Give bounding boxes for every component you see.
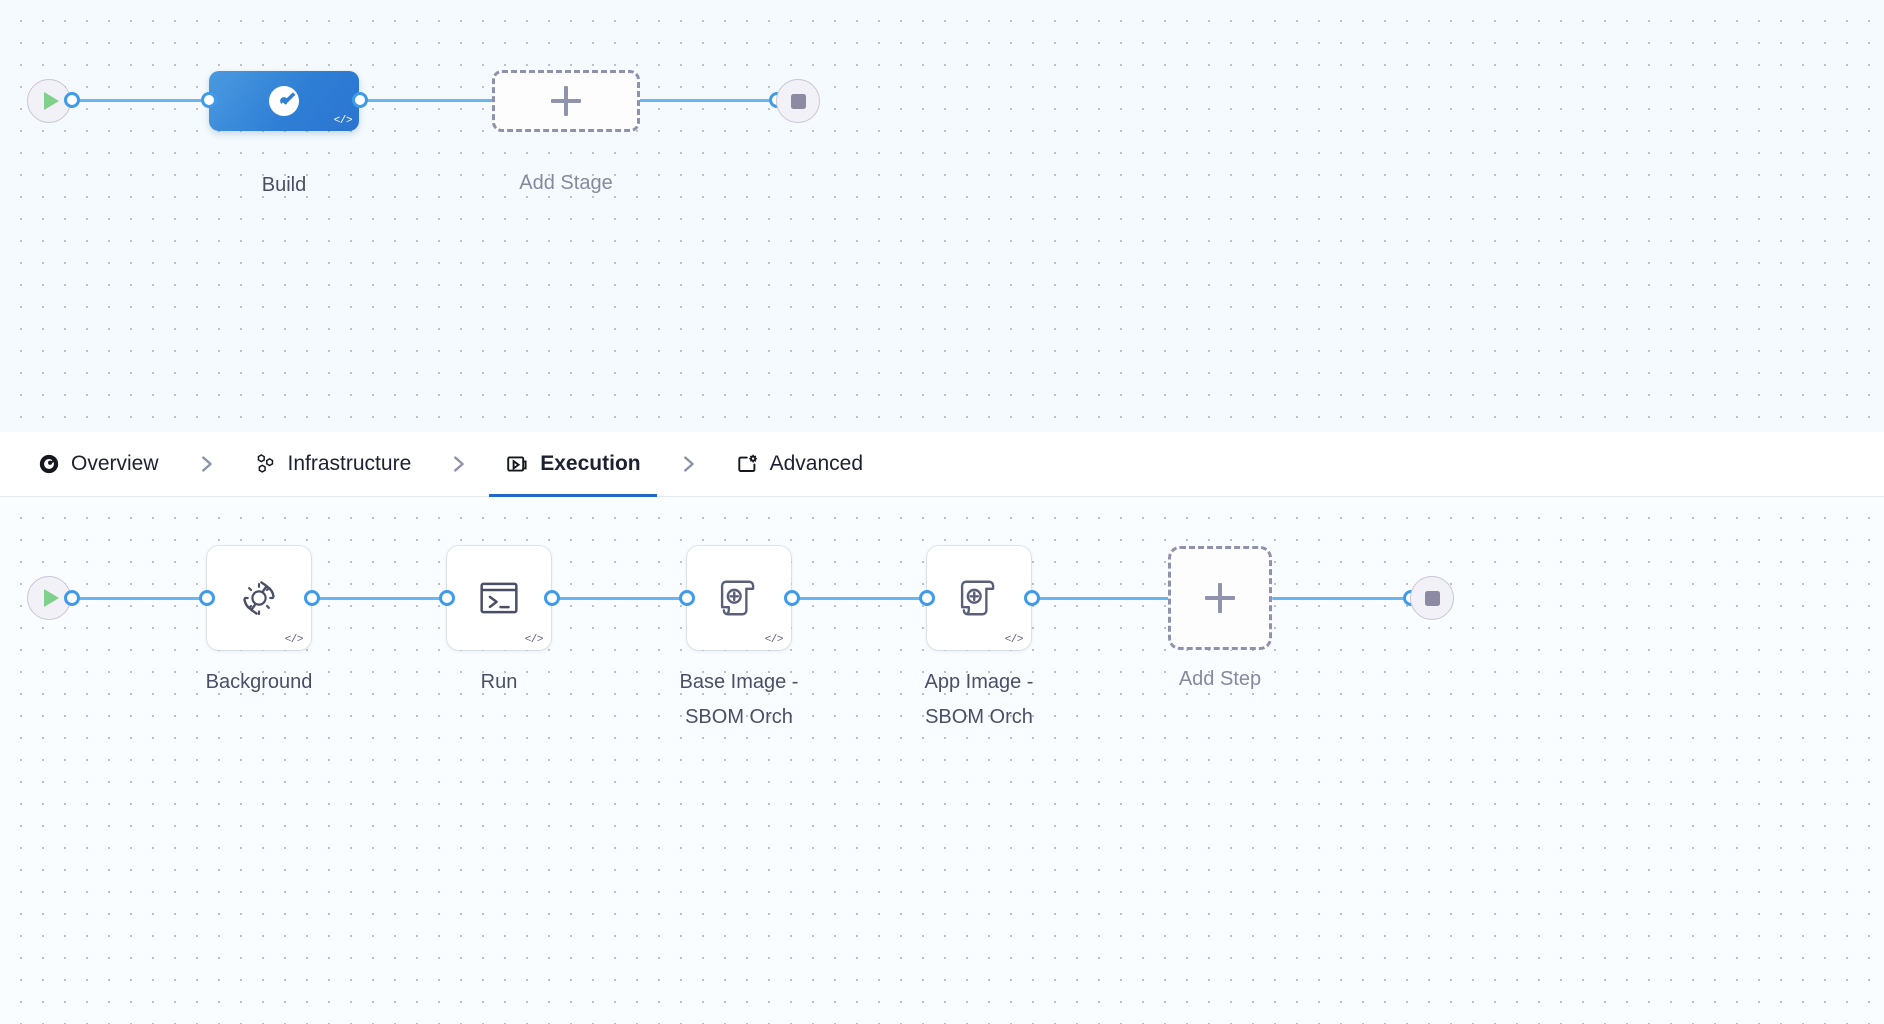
execution-canvas[interactable]: </> Background </> Run — [0, 497, 1884, 1024]
step-node-run[interactable]: </> — [447, 546, 551, 650]
add-step-label: Add Step — [1178, 668, 1262, 690]
stage-code-badge[interactable]: </> — [333, 115, 353, 127]
harness-logo-icon — [269, 86, 299, 116]
scroll-plus-icon — [720, 580, 755, 616]
play-box-icon — [505, 452, 529, 476]
chevron-right-icon — [427, 449, 489, 479]
stop-icon — [1424, 590, 1440, 606]
stage-config-tabs[interactable]: Overview Infrastructure — [0, 432, 1884, 497]
step-start-out-port[interactable] — [64, 590, 80, 606]
play-icon — [44, 589, 59, 607]
add-stage-button[interactable] — [492, 70, 640, 132]
gear-refresh-icon — [243, 581, 275, 616]
wire-start-to-build — [72, 99, 220, 102]
add-step-button[interactable] — [1168, 546, 1272, 650]
step-code-badge[interactable]: </> — [764, 634, 784, 646]
step-app-image-in-port[interactable] — [919, 590, 935, 606]
step-end-node[interactable] — [1410, 576, 1454, 620]
stage-build-out-port[interactable] — [352, 92, 368, 108]
tab-advanced[interactable]: Advanced — [719, 432, 879, 497]
hexagon-cluster-icon — [253, 452, 277, 476]
stage-canvas[interactable]: </> Build Add Stage — [0, 0, 1884, 432]
step-background-out-port[interactable] — [304, 590, 320, 606]
step-code-badge[interactable]: </> — [1004, 634, 1024, 646]
tab-overview[interactable]: Overview — [22, 432, 175, 497]
step-app-image-out-port[interactable] — [1024, 590, 1040, 606]
step-code-badge[interactable]: </> — [524, 634, 544, 646]
step-node-base-image-sbom-orch[interactable]: </> — [687, 546, 791, 650]
step-node-app-image-sbom-orch[interactable]: </> — [927, 546, 1031, 650]
wire-baseimage-to-appimage — [790, 597, 936, 600]
step-code-badge[interactable]: </> — [284, 634, 304, 646]
play-icon — [44, 92, 59, 110]
step-base-image-in-port[interactable] — [679, 590, 695, 606]
stage-start-out-port[interactable] — [64, 92, 80, 108]
stage-node-build[interactable]: </> — [209, 71, 359, 131]
step-label-background: Background — [205, 671, 313, 693]
stage-end-node[interactable] — [776, 79, 820, 123]
step-node-background[interactable]: </> — [207, 546, 311, 650]
scroll-plus-icon — [960, 580, 995, 616]
stage-label-build: Build — [261, 174, 307, 196]
step-run-in-port[interactable] — [439, 590, 455, 606]
tab-execution[interactable]: Execution — [489, 432, 657, 497]
tab-infrastructure-label: Infrastructure — [287, 452, 412, 475]
stage-start-node[interactable] — [27, 79, 71, 123]
terminal-icon — [480, 582, 518, 614]
add-stage-label: Add Stage — [519, 172, 613, 194]
step-run-out-port[interactable] — [544, 590, 560, 606]
tab-execution-label: Execution — [540, 452, 641, 475]
tab-overview-label: Overview — [71, 452, 159, 475]
wire-background-to-run — [311, 597, 457, 600]
stage-build-in-port[interactable] — [201, 92, 217, 108]
wire-run-to-baseimage — [551, 597, 697, 600]
window-gear-icon — [735, 452, 759, 476]
plus-icon — [1205, 583, 1235, 613]
wire-start-to-background — [72, 597, 220, 600]
wire-addstage-to-end — [632, 99, 794, 102]
step-base-image-out-port[interactable] — [784, 590, 800, 606]
chevron-right-icon — [175, 449, 237, 479]
step-label-run: Run — [480, 671, 518, 693]
plus-icon — [551, 86, 581, 116]
wire-build-to-addstage — [352, 99, 504, 102]
step-label-app-image-sbom-orch: App Image - SBOM Orch — [924, 671, 1034, 728]
stop-icon — [790, 93, 806, 109]
step-label-base-image-sbom-orch: Base Image - SBOM Orch — [679, 671, 799, 728]
wire-appimage-to-addstep — [1030, 597, 1178, 600]
step-start-node[interactable] — [27, 576, 71, 620]
chevron-right-icon — [657, 449, 719, 479]
step-background-in-port[interactable] — [199, 590, 215, 606]
tab-advanced-label: Advanced — [769, 452, 864, 475]
tab-infrastructure[interactable]: Infrastructure — [237, 432, 428, 497]
wire-addstep-to-end — [1272, 597, 1420, 600]
harness-logo-icon — [38, 453, 60, 475]
